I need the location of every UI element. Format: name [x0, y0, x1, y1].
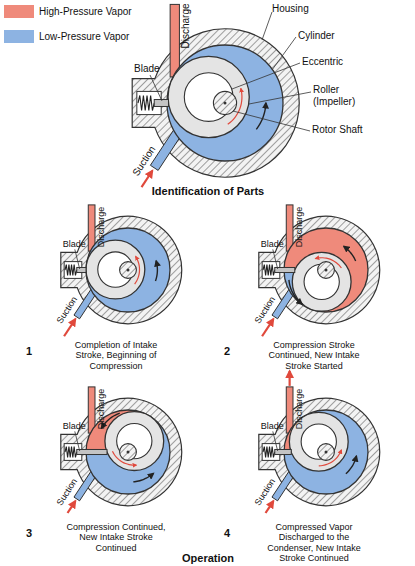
legend: High-Pressure VaporLow-Pressure Vapor [4, 4, 132, 54]
discharge-port [170, 4, 179, 77]
compressor [259, 371, 380, 513]
roller [105, 412, 164, 471]
shaft-center [325, 451, 328, 454]
blade [77, 267, 86, 272]
discharge-port [88, 387, 95, 433]
step-caption: Compressed Vapor Discharged to the Conde… [258, 522, 370, 563]
legend-entry: High-Pressure Vapor [4, 4, 132, 18]
spring [65, 265, 77, 276]
step-caption: Compression Continued, New Intake Stroke… [60, 522, 172, 553]
roller [86, 240, 145, 299]
flow-arrow [133, 473, 153, 481]
leader-line [272, 37, 296, 70]
flow-arrow [256, 103, 266, 129]
compressor [61, 387, 182, 513]
step-number: 4 [224, 527, 230, 540]
compressor [132, 4, 299, 187]
cylinder [167, 45, 283, 161]
leader-line [75, 249, 80, 269]
shaft-center [127, 269, 130, 272]
step-caption: Compression Stroke Continued, New Intake… [258, 340, 370, 371]
rotation-arrow [315, 258, 341, 268]
leader-line [232, 63, 300, 89]
part-label: Housing [272, 3, 309, 15]
rotation-arrow [228, 88, 242, 124]
part-label: Eccentric [302, 56, 343, 68]
discharge-arrow [289, 371, 291, 386]
spring [138, 95, 154, 110]
rotation-arrow [112, 451, 136, 465]
section-heading: Identification of Parts [152, 185, 264, 198]
housing [132, 29, 299, 177]
flow-arrow [155, 261, 157, 281]
leader-line [75, 431, 80, 451]
discharge-port [286, 387, 293, 433]
rotor-shaft [318, 262, 335, 279]
port-label: Discharge [294, 207, 304, 248]
blade [77, 449, 107, 454]
flow-arrow [346, 456, 357, 474]
shaft-center [325, 269, 328, 272]
intake-arrow [64, 319, 75, 336]
compressor [61, 205, 182, 336]
legend-entry: Low-Pressure Vapor [4, 29, 132, 43]
shaft-center [224, 102, 227, 105]
leader-line [273, 249, 278, 269]
section-heading: Operation [182, 552, 234, 565]
roller [168, 56, 249, 137]
step-number: 2 [224, 345, 230, 358]
part-label: Blade [261, 239, 284, 249]
port-label: Discharge [294, 389, 304, 430]
housing [259, 216, 380, 324]
part-label: Cylinder [298, 30, 335, 42]
leader-line [233, 111, 310, 131]
port-label: Discharge [96, 389, 106, 430]
eccentric [98, 252, 133, 287]
leader-line [150, 75, 162, 101]
part-label: Blade [134, 63, 160, 75]
shaft-center [127, 451, 130, 454]
rotor-shaft [120, 262, 137, 279]
intake-arrow [142, 171, 153, 187]
leader-lines [75, 12, 311, 451]
cylinder-wall [167, 45, 283, 161]
intake-arrow [68, 501, 76, 513]
part-label: Roller (Impeller) [313, 84, 371, 107]
flow-arrow [344, 246, 356, 261]
part-label: Blade [63, 239, 86, 249]
part-label: Blade [261, 421, 284, 431]
spring [263, 447, 275, 458]
housing [61, 216, 182, 324]
step-number: 1 [26, 345, 32, 358]
housing [259, 398, 380, 506]
leader-line [249, 92, 311, 104]
step-caption: Completion of Intake Stroke, Beginning o… [60, 340, 172, 371]
legend-text: High-Pressure Vapor [39, 6, 132, 17]
intake-arrow [262, 319, 273, 336]
housing [61, 398, 182, 506]
part-label: Rotor Shaft [312, 124, 363, 136]
port-label: Discharge [181, 4, 193, 49]
leader-line [262, 12, 272, 40]
rotor-shaft [318, 444, 335, 461]
discharge-port [88, 205, 95, 251]
leader-line [273, 431, 278, 451]
legend-text: Low-Pressure Vapor [39, 31, 129, 42]
spring [263, 265, 275, 276]
rotation-arrow [135, 256, 140, 284]
step-number: 3 [26, 527, 32, 540]
legend-swatch [4, 30, 34, 43]
flow-arrow [289, 280, 302, 304]
port-label: Discharge [96, 207, 106, 248]
intake-arrow [266, 501, 274, 513]
compressor [259, 205, 380, 336]
part-label: Blade [63, 421, 86, 431]
rotation-arrow [319, 450, 342, 466]
spring [65, 447, 77, 458]
discharge-port [286, 205, 293, 251]
legend-swatch [4, 5, 34, 18]
rotor-shaft [120, 444, 137, 461]
